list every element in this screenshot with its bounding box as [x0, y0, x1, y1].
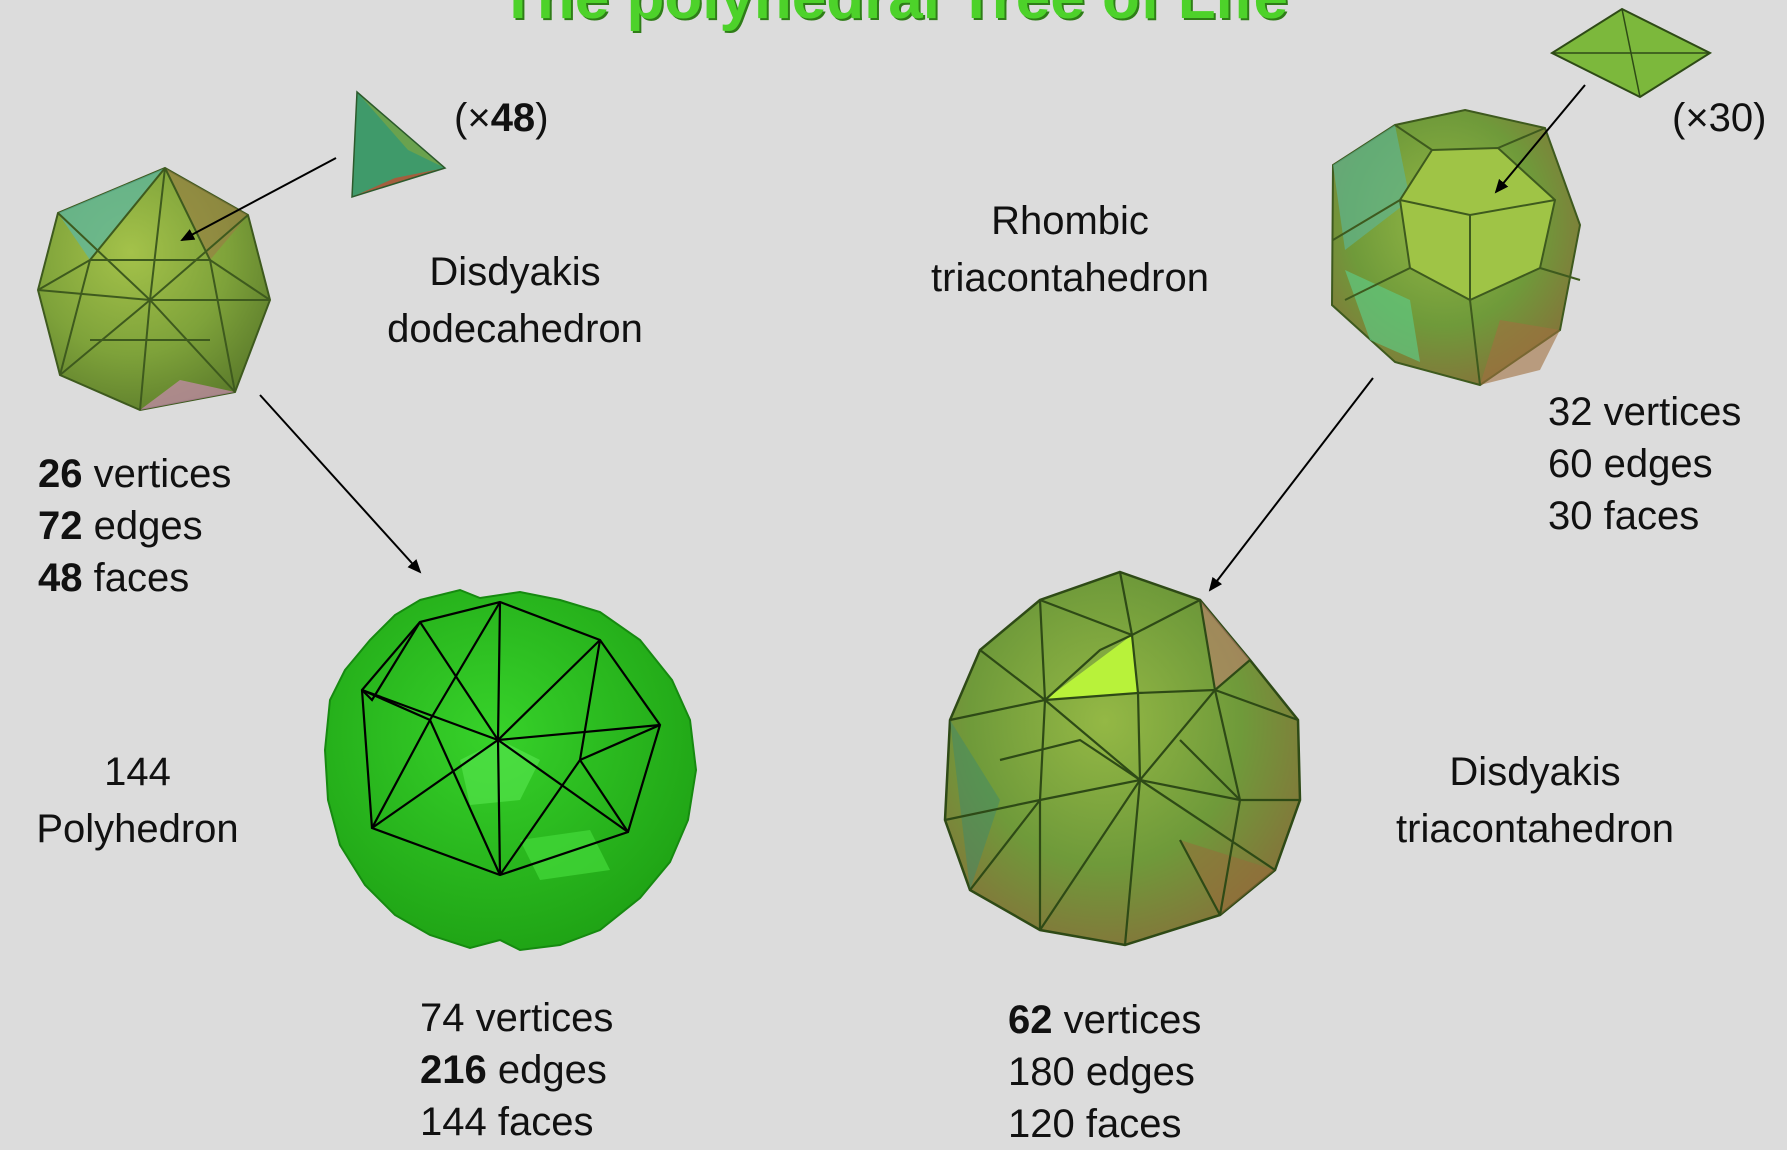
- rhombic-triacontahedron-solid: [1330, 108, 1582, 387]
- stat-number: 48: [38, 556, 83, 600]
- stat-line: 216 edges: [420, 1044, 613, 1096]
- multiplier-close: ): [535, 96, 549, 140]
- stat-number: 72: [38, 504, 83, 548]
- label-line: Disdyakis: [1449, 750, 1621, 794]
- label-disdyakis-triacontahedron: Disdyakis triacontahedron: [1355, 744, 1715, 858]
- stat-unit: faces: [486, 1100, 594, 1144]
- stat-unit: faces: [1074, 1102, 1182, 1146]
- rhomb-shape: [1549, 7, 1713, 99]
- stat-unit: faces: [1592, 494, 1700, 538]
- stat-number: 74: [420, 996, 465, 1040]
- stat-number: 120: [1008, 1102, 1075, 1146]
- stat-unit: vertices: [1052, 998, 1202, 1042]
- stat-number: 26: [38, 452, 83, 496]
- stat-unit: faces: [82, 556, 190, 600]
- label-line: Rhombic: [991, 199, 1149, 243]
- stat-unit: vertices: [464, 996, 614, 1040]
- label-line: triacontahedron: [931, 256, 1209, 300]
- label-polyhedron-144: 144 Polyhedron: [0, 744, 275, 858]
- disdyakis-dodecahedron-solid: [36, 166, 272, 412]
- stat-number: 62: [1008, 998, 1053, 1042]
- arrows: [180, 84, 1586, 592]
- stat-line: 62 vertices: [1008, 994, 1201, 1046]
- stat-unit: edges: [82, 504, 203, 548]
- stat-number: 60: [1548, 442, 1593, 486]
- stat-line: 26 vertices: [38, 448, 231, 500]
- multiplier-number: 48: [490, 96, 536, 140]
- label-line: Polyhedron: [36, 807, 239, 851]
- label-line: 144: [104, 750, 171, 794]
- label-line: dodecahedron: [387, 307, 643, 351]
- stat-number: 30: [1548, 494, 1593, 538]
- tetrahedron-shape: [351, 90, 447, 199]
- arrow-triacontahedron-to-disdyakis: [1208, 377, 1374, 592]
- multiplier-open: (×: [454, 96, 491, 140]
- stat-unit: edges: [1074, 1050, 1195, 1094]
- stat-line: 72 edges: [38, 500, 231, 552]
- label-rhombic-triacontahedron: Rhombic triacontahedron: [890, 193, 1250, 307]
- stat-unit: vertices: [82, 452, 232, 496]
- stat-number: 144: [420, 1100, 487, 1144]
- arrow-rhomb-to-triacontahedron: [1494, 84, 1586, 194]
- stat-unit: edges: [1592, 442, 1713, 486]
- stat-line: 48 faces: [38, 552, 231, 604]
- disdyakis-triacontahedron-solid: [943, 570, 1302, 947]
- stat-unit: edges: [486, 1048, 607, 1092]
- label-line: triacontahedron: [1396, 807, 1674, 851]
- polyhedron-144-solid: [323, 588, 698, 952]
- stat-number: 32: [1548, 390, 1593, 434]
- arrow-dodecahedron-to-144: [259, 394, 422, 574]
- rhomb-multiplier: (×30): [1672, 96, 1767, 140]
- label-disdyakis-dodecahedron: Disdyakis dodecahedron: [345, 244, 685, 358]
- tetrahedron-multiplier: (×48): [454, 96, 549, 141]
- label-line: Disdyakis: [429, 250, 601, 294]
- stat-line: 180 edges: [1008, 1046, 1201, 1098]
- stat-number: 216: [420, 1048, 487, 1092]
- stat-unit: vertices: [1592, 390, 1742, 434]
- stat-line: 60 edges: [1548, 438, 1741, 490]
- page-title: The polyhedral Tree of Life: [0, 0, 1787, 33]
- stat-line: 120 faces: [1008, 1098, 1201, 1150]
- stat-line: 144 faces: [420, 1096, 613, 1148]
- stat-number: 180: [1008, 1050, 1075, 1094]
- stat-line: 30 faces: [1548, 490, 1741, 542]
- arrow-tetrahedron-to-dodecahedron: [180, 157, 337, 241]
- stat-line: 32 vertices: [1548, 386, 1741, 438]
- stat-line: 74 vertices: [420, 992, 613, 1044]
